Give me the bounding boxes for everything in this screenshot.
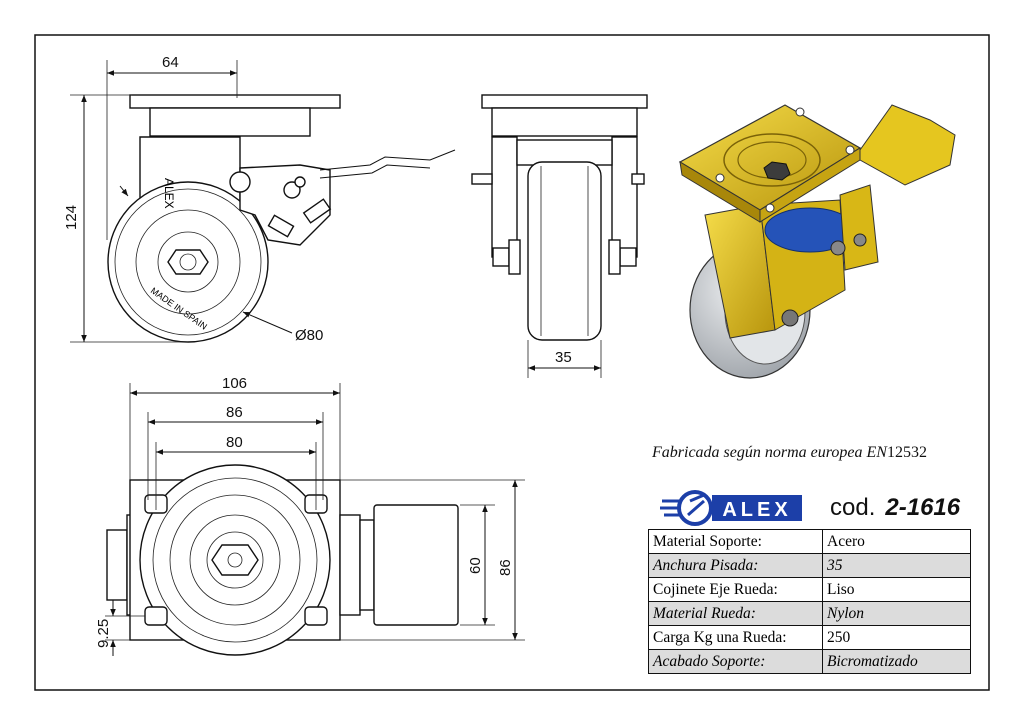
spec-key: Material Rueda:	[648, 601, 823, 626]
spec-value: 250	[822, 625, 971, 650]
dim-plate-width-inner: 86	[226, 404, 243, 421]
spec-key: Material Soporte:	[648, 529, 823, 554]
top-view: 106 86 80 60 86 9.25	[95, 375, 525, 656]
table-row: Acabado Soporte: Bicromatizado	[648, 649, 971, 674]
table-row: Material Rueda: Nylon	[648, 601, 971, 626]
spec-key: Anchura Pisada:	[648, 553, 823, 578]
dim-bolt-spacing-x: 80	[226, 434, 243, 451]
sheet-frame	[34, 34, 990, 691]
spec-value: Acero	[822, 529, 971, 554]
dim-wheel-diameter: Ø80	[295, 327, 323, 344]
table-row: Carga Kg una Rueda: 250	[648, 625, 971, 650]
standard-note: Fabricada según norma europea EN12532	[652, 444, 927, 462]
logo-text: ALEX	[722, 499, 791, 521]
wheel-brand-marking: ALEX	[162, 178, 176, 209]
spec-key: Acabado Soporte:	[648, 649, 823, 674]
spec-value: 35	[822, 553, 971, 578]
front-view: 35	[471, 94, 648, 378]
product-code: cod. 2-1616	[830, 494, 960, 522]
dim-side-height: 124	[63, 205, 80, 230]
code-label: cod.	[830, 494, 876, 521]
isometric-view	[678, 104, 956, 379]
spec-value: Nylon	[822, 601, 971, 626]
dim-side-width: 64	[162, 54, 179, 71]
spec-key: Carga Kg una Rueda:	[648, 625, 823, 650]
table-row: Cojinete Eje Rueda: Liso	[648, 577, 971, 602]
dim-bolt-spacing-y: 60	[467, 557, 484, 574]
dim-hole-offset: 9.25	[95, 619, 112, 648]
code-value: 2-1616	[885, 494, 961, 521]
side-view: ALEX MADE IN SPAIN 64 124 Ø80	[63, 54, 456, 344]
spec-table: Material Soporte: Acero Anchura Pisada: …	[648, 529, 971, 674]
standard-number: 12532	[886, 444, 927, 461]
dim-plate-depth: 86	[497, 559, 514, 576]
dim-front-tread: 35	[555, 349, 572, 366]
spec-value: Liso	[822, 577, 971, 602]
table-row: Anchura Pisada: 35	[648, 553, 971, 578]
standard-note-text: Fabricada según norma europea EN	[652, 444, 887, 461]
dim-plate-width: 106	[222, 375, 247, 392]
table-row: Material Soporte: Acero	[648, 529, 971, 554]
spec-key: Cojinete Eje Rueda:	[648, 577, 823, 602]
spec-value: Bicromatizado	[822, 649, 971, 674]
alex-logo: ALEX	[660, 490, 802, 526]
